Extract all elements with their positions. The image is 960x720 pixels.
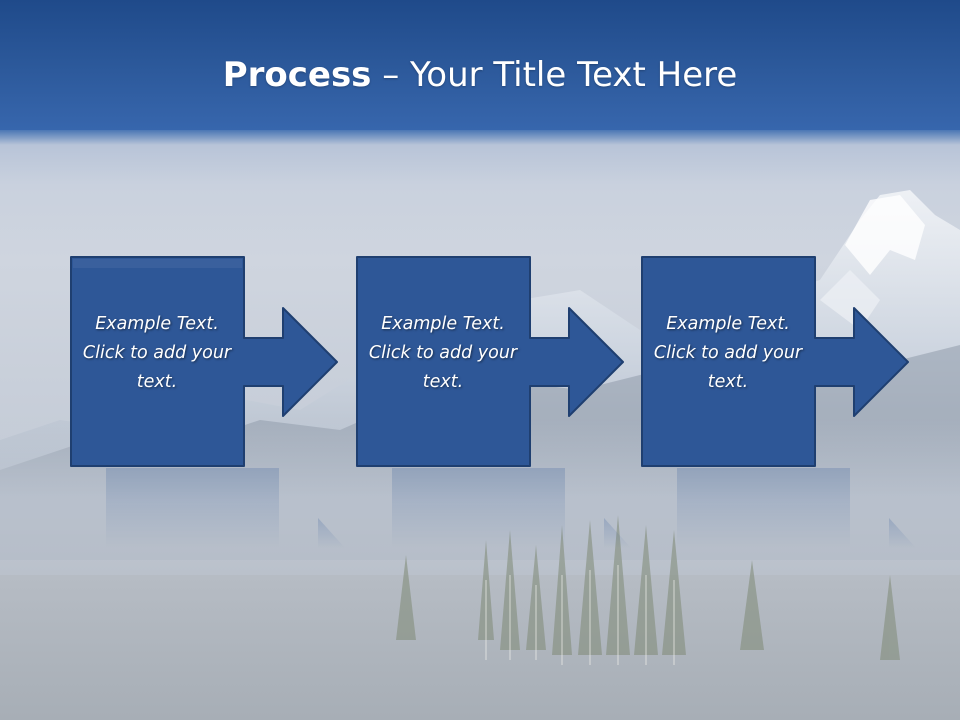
arrow-right-icon [641, 256, 909, 467]
title-bar [0, 0, 960, 130]
step-2-reflection [392, 468, 631, 548]
arrow-right-icon [356, 256, 624, 467]
step-3-text[interactable]: Example Text. Click to add your text. [653, 314, 803, 392]
step-2-text[interactable]: Example Text. Click to add your text. [368, 314, 518, 392]
step-3-reflection [677, 468, 916, 548]
process-step-1[interactable]: Example Text. Click to add your text. [70, 256, 410, 467]
process-step-3[interactable]: Example Text. Click to add your text. [641, 256, 960, 467]
step-1-text[interactable]: Example Text. Click to add your text. [82, 314, 232, 392]
arrow-right-icon [70, 256, 338, 467]
process-step-2[interactable]: Example Text. Click to add your text. [356, 256, 696, 467]
title-rest-text: – Your Title Text Here [371, 55, 738, 95]
title-bold-text: Process [222, 55, 372, 95]
step-1-reflection [106, 468, 345, 548]
slide-title[interactable]: Process – Your Title Text Here [0, 52, 960, 98]
